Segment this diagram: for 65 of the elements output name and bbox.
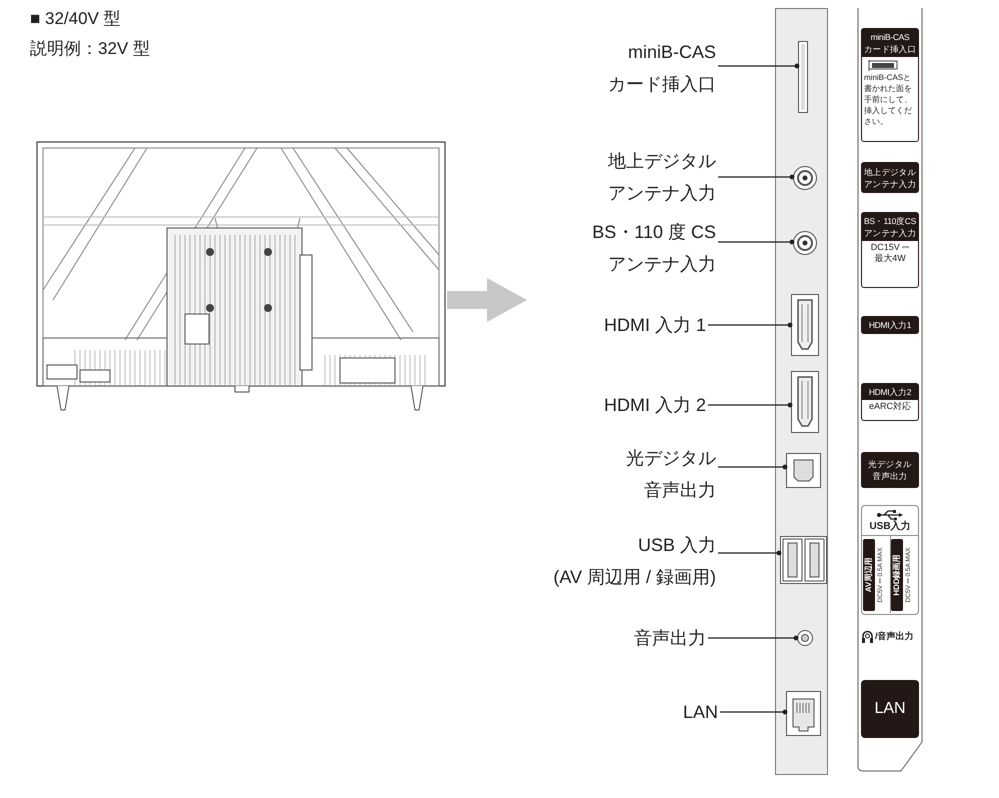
audio-jack — [797, 630, 813, 646]
port-label-text: 音声出力 — [634, 627, 706, 650]
leader-line — [718, 550, 782, 556]
port-label-text: アンテナ入力 — [608, 182, 716, 205]
tag-text: アンテナ入力 — [864, 227, 916, 239]
port-label-text: (AV 周辺用 / 録画用) — [553, 566, 716, 589]
tag-note: miniB-CASと書かれた面を手前にして、挿入してください。 — [864, 72, 913, 127]
port-tag — [861, 212, 919, 288]
model-note: 説明例：32V 型 — [30, 38, 150, 60]
tag-note: DC15V ⎓ — [870, 242, 910, 253]
label-strip — [857, 8, 923, 772]
port-tag — [861, 316, 919, 334]
port-tag — [861, 383, 919, 421]
tag-text: HDMI入力2 — [868, 386, 912, 398]
tag-note: eARC対応 — [868, 401, 911, 412]
tag-text: BS・110度CS — [864, 215, 916, 227]
port-label-text: 音声出力 — [644, 479, 716, 502]
card-slot — [798, 41, 808, 113]
tag-text: 光デジタル — [868, 458, 912, 470]
hdmi-port — [791, 371, 819, 433]
tag-text: 地上デジタル — [864, 166, 916, 178]
port-tag — [861, 162, 919, 193]
terminal-panel — [775, 8, 828, 775]
lan-port — [786, 691, 821, 736]
leader-line — [718, 174, 794, 180]
tag-text: LAN — [874, 699, 906, 719]
tag-note: 最大4W — [874, 253, 906, 264]
port-label-text: HDMI 入力 1 — [604, 314, 706, 337]
tag-text: カード挿入口 — [864, 43, 916, 55]
tag-text: miniB-CAS — [870, 31, 910, 43]
tag-text: HDMI入力1 — [868, 319, 912, 331]
tag-text: 音声出力 — [872, 470, 908, 482]
leader-line — [718, 64, 800, 68]
antenna-jack — [793, 231, 817, 255]
port-label-text: アンテナ入力 — [608, 253, 716, 276]
port-tag — [861, 28, 919, 142]
tag-text: HDD録画用 — [891, 538, 904, 610]
tag-text: アンテナ入力 — [864, 178, 916, 190]
port-label-text: BS・110 度 CS — [592, 221, 716, 244]
port-tag — [861, 680, 919, 738]
port-tag — [861, 452, 919, 488]
port-label-text: USB 入力 — [638, 534, 716, 557]
antenna-jack — [793, 166, 817, 190]
tag-text: AV周辺用 — [862, 538, 875, 610]
hdmi-port — [791, 294, 819, 356]
leader-line — [720, 710, 788, 714]
tag-text: USB入力 — [869, 521, 911, 533]
port-tag-text: /音声出力 — [875, 630, 914, 644]
port-label-text: HDMI 入力 2 — [604, 394, 706, 417]
leader-line — [718, 464, 788, 470]
leader-line — [708, 402, 792, 408]
leader-line — [718, 240, 794, 244]
port-label-text: LAN — [682, 701, 718, 724]
usb-tag — [861, 505, 919, 615]
port-label-text: 光デジタル — [626, 447, 716, 470]
optical-port — [786, 453, 821, 488]
arrow — [447, 278, 527, 322]
leader-line — [708, 322, 792, 328]
leader-line — [708, 636, 798, 640]
port-label-text: miniB-CAS — [628, 41, 716, 64]
model-note: ■ 32/40V 型 — [30, 8, 122, 30]
port-label-text: 地上デジタル — [608, 150, 716, 173]
usb-ports — [780, 536, 827, 584]
tv-rear-drawing — [35, 140, 447, 412]
port-label-text: カード挿入口 — [608, 73, 716, 96]
